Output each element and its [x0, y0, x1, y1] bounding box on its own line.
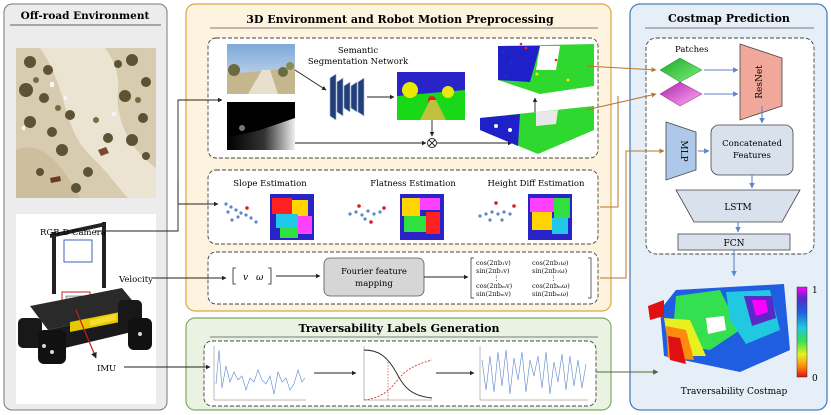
- resnet-label: ResNet: [755, 65, 765, 99]
- lstm-block: [675, 189, 801, 223]
- pointcloud-bottom: [480, 106, 594, 154]
- connectors: [95, 65, 665, 375]
- svg-text:⋮: ⋮: [493, 274, 500, 282]
- preprocess-panel: 3D Environment and Robot Motion Preproce…: [185, 3, 612, 312]
- pointcloud-top: [498, 42, 594, 94]
- lstm-label: LSTM: [724, 203, 751, 213]
- camera-label: RGB-D Camera: [40, 228, 106, 238]
- colorbar-min: 0: [812, 374, 818, 384]
- height-title: Height Diff Estimation: [487, 179, 585, 189]
- preprocess-title: 3D Environment and Robot Motion Preproce…: [246, 13, 554, 26]
- labels-title: Traversability Labels Generation: [298, 322, 499, 335]
- costmap-panel: Costmap Prediction Patches ResNet MLP Co…: [629, 3, 828, 411]
- fourier-label-1: Fourier feature: [341, 267, 407, 277]
- label-signal-plot: [479, 346, 588, 401]
- velocity-vector: v ω: [232, 267, 272, 285]
- rgb-image: [227, 44, 295, 94]
- colorbar: [796, 286, 808, 378]
- fourier-feature-matrix: cos(2πb₁v) cos(2πb₁ω) sin(2πb₁v) sin(2πb₁ω…: [470, 257, 592, 299]
- flatness-heatmap: [400, 194, 444, 240]
- costmap-output-label: Traversability Costmap: [681, 387, 788, 397]
- cdf-plot: [363, 346, 433, 401]
- labels-panel: Traversability Labels Generation: [185, 317, 612, 411]
- slope-scatter: [224, 202, 258, 224]
- svg-text:cos(2πbₘv): cos(2πbₘv): [476, 282, 513, 290]
- resnet-block: [739, 43, 783, 121]
- svg-text:cos(2πb₁ω): cos(2πb₁ω): [532, 259, 569, 267]
- patch-green: [659, 57, 703, 83]
- svg-text:cos(2πb₁v): cos(2πb₁v): [476, 259, 511, 267]
- svg-text:sin(2πbₘv): sin(2πbₘv): [476, 290, 511, 298]
- svg-text:sin(2πb₁ω): sin(2πb₁ω): [532, 267, 568, 275]
- segnet-blocks: [329, 73, 365, 121]
- svg-text:sin(2πb₁v): sin(2πb₁v): [476, 267, 510, 275]
- velocity-omega: ω: [256, 273, 264, 283]
- mlp-label: MLP: [678, 140, 688, 161]
- robot-illustration: [16, 214, 156, 404]
- colorbar-max: 1: [812, 286, 818, 296]
- concat-label-2: Features: [733, 151, 771, 161]
- output-costmap: [648, 284, 790, 372]
- depth-image: [227, 102, 295, 150]
- flatness-title: Flatness Estimation: [370, 179, 456, 189]
- patches-label: Patches: [675, 45, 708, 55]
- concat-features-block: [710, 124, 794, 176]
- flatness-scatter: [348, 204, 386, 224]
- height-heatmap: [528, 194, 572, 240]
- patch-magenta: [659, 81, 703, 107]
- segnet-label-2: Segmentation Network: [308, 57, 409, 67]
- slope-title: Slope Estimation: [233, 179, 307, 189]
- imu-pointer: [75, 309, 97, 359]
- svg-text:⋮: ⋮: [550, 274, 557, 282]
- velocity-label: Velocity: [118, 275, 153, 285]
- offroad-title: Off-road Environment: [21, 10, 150, 22]
- slope-heatmap: [270, 194, 314, 240]
- costmap-title: Costmap Prediction: [668, 12, 790, 25]
- imu-signal-plot: [213, 346, 306, 401]
- segmented-image: [397, 72, 465, 120]
- svg-text:cos(2πbₘω): cos(2πbₘω): [532, 282, 570, 290]
- labels-subpanel: [203, 340, 597, 407]
- camera-highlight: [63, 239, 93, 263]
- fourier-mapping-block: [323, 257, 425, 297]
- terrain-image: [16, 48, 156, 198]
- segnet-label-1: Semantic: [338, 46, 379, 56]
- mlp-block: [665, 121, 697, 181]
- offroad-panel: Off-road Environment: [3, 3, 168, 411]
- fcn-label: FCN: [723, 239, 744, 249]
- concat-label-1: Concatenated: [722, 139, 782, 149]
- imu-label: IMU: [97, 364, 116, 374]
- svg-text:sin(2πbₘω): sin(2πbₘω): [532, 290, 569, 298]
- height-scatter: [478, 201, 516, 222]
- fourier-label-2: mapping: [355, 279, 393, 289]
- velocity-v: v: [243, 273, 248, 283]
